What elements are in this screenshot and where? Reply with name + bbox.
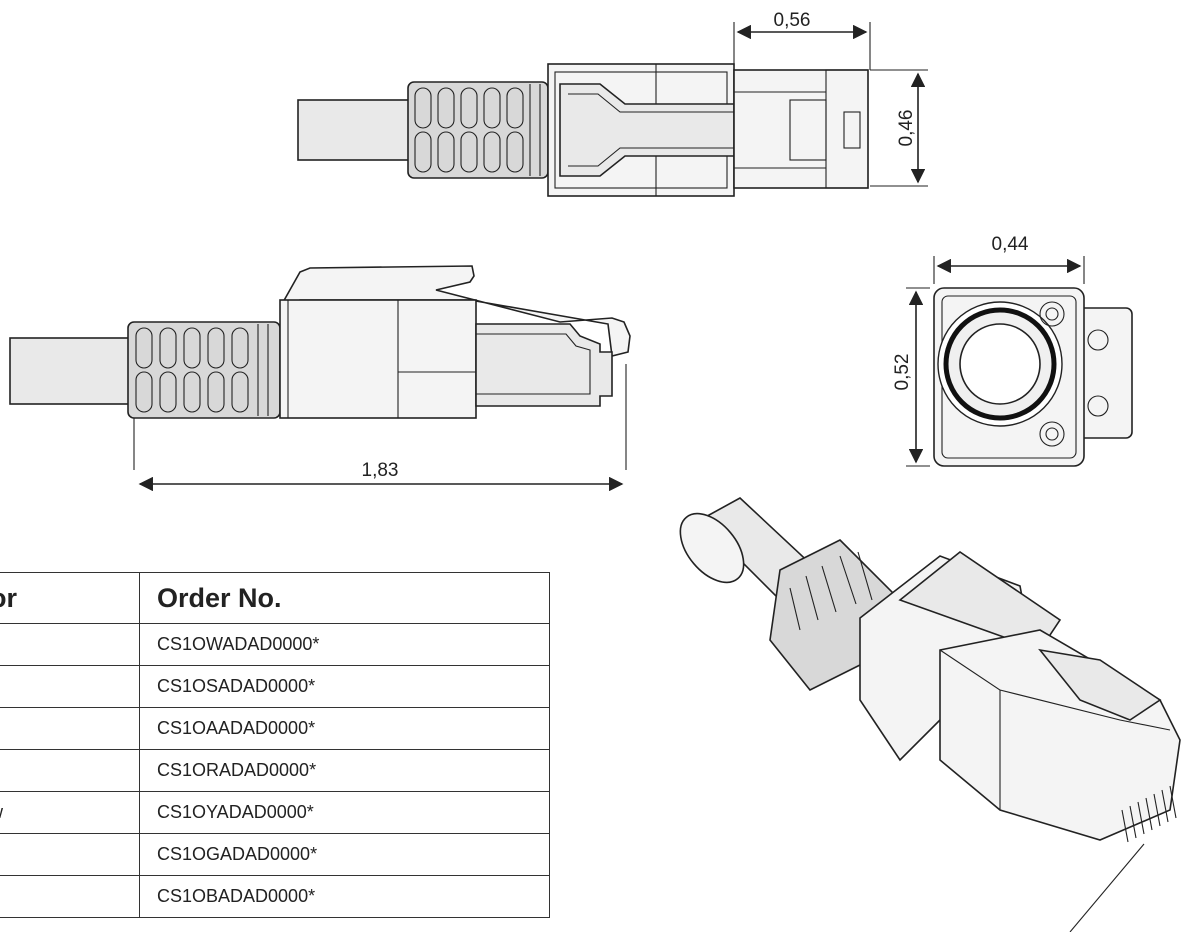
- color-cell: k: [0, 665, 140, 708]
- color-column-header: or: [0, 572, 140, 624]
- table-row: CS1OAADAD0000*: [0, 707, 550, 750]
- order-no-cell: CS1OGADAD0000*: [139, 833, 550, 876]
- order-no-cell: CS1OYADAD0000*: [139, 791, 550, 834]
- table-row: w CS1OYADAD0000*: [0, 791, 550, 834]
- color-cell: w: [0, 791, 140, 834]
- order-no-cell: CS1OWADAD0000*: [139, 623, 550, 666]
- color-cell: [0, 749, 140, 792]
- side-view: 1,83: [9, 265, 631, 492]
- order-no-cell: CS1OSADAD0000*: [139, 665, 550, 708]
- front-height-label: 0,52: [892, 354, 913, 391]
- color-header-text: or: [0, 582, 17, 613]
- isometric-view: [679, 497, 1181, 932]
- order-no-cell: CS1ORADAD0000*: [139, 749, 550, 792]
- order-table: or Order No. CS1OWADAD0000* k CS1OSADAD0…: [0, 572, 550, 918]
- table-row: CS1ORADAD0000*: [0, 749, 550, 792]
- color-cell: [0, 707, 140, 750]
- side-length-label: 1,83: [362, 460, 399, 481]
- order-no-cell: CS1OAADAD0000*: [139, 707, 550, 750]
- color-cell: n: [0, 833, 140, 876]
- front-width-label: 0,44: [992, 234, 1029, 255]
- color-text: w: [0, 802, 3, 823]
- table-row: k CS1OSADAD0000*: [0, 665, 550, 708]
- color-cell: [0, 875, 140, 918]
- table-row: n CS1OGADAD0000*: [0, 833, 550, 876]
- top-view: 0,56 0,46: [297, 10, 928, 197]
- color-cell: [0, 623, 140, 666]
- table-row: CS1OBADAD0000*: [0, 875, 550, 918]
- order-no-cell: CS1OBADAD0000*: [139, 875, 550, 918]
- table-header-row: or Order No.: [0, 572, 550, 624]
- top-length-label: 0,56: [774, 10, 811, 31]
- order-no-column-header: Order No.: [139, 572, 550, 624]
- table-row: CS1OWADAD0000*: [0, 623, 550, 666]
- front-view: 0,44 0,52: [892, 234, 1133, 467]
- top-height-label: 0,46: [896, 110, 917, 147]
